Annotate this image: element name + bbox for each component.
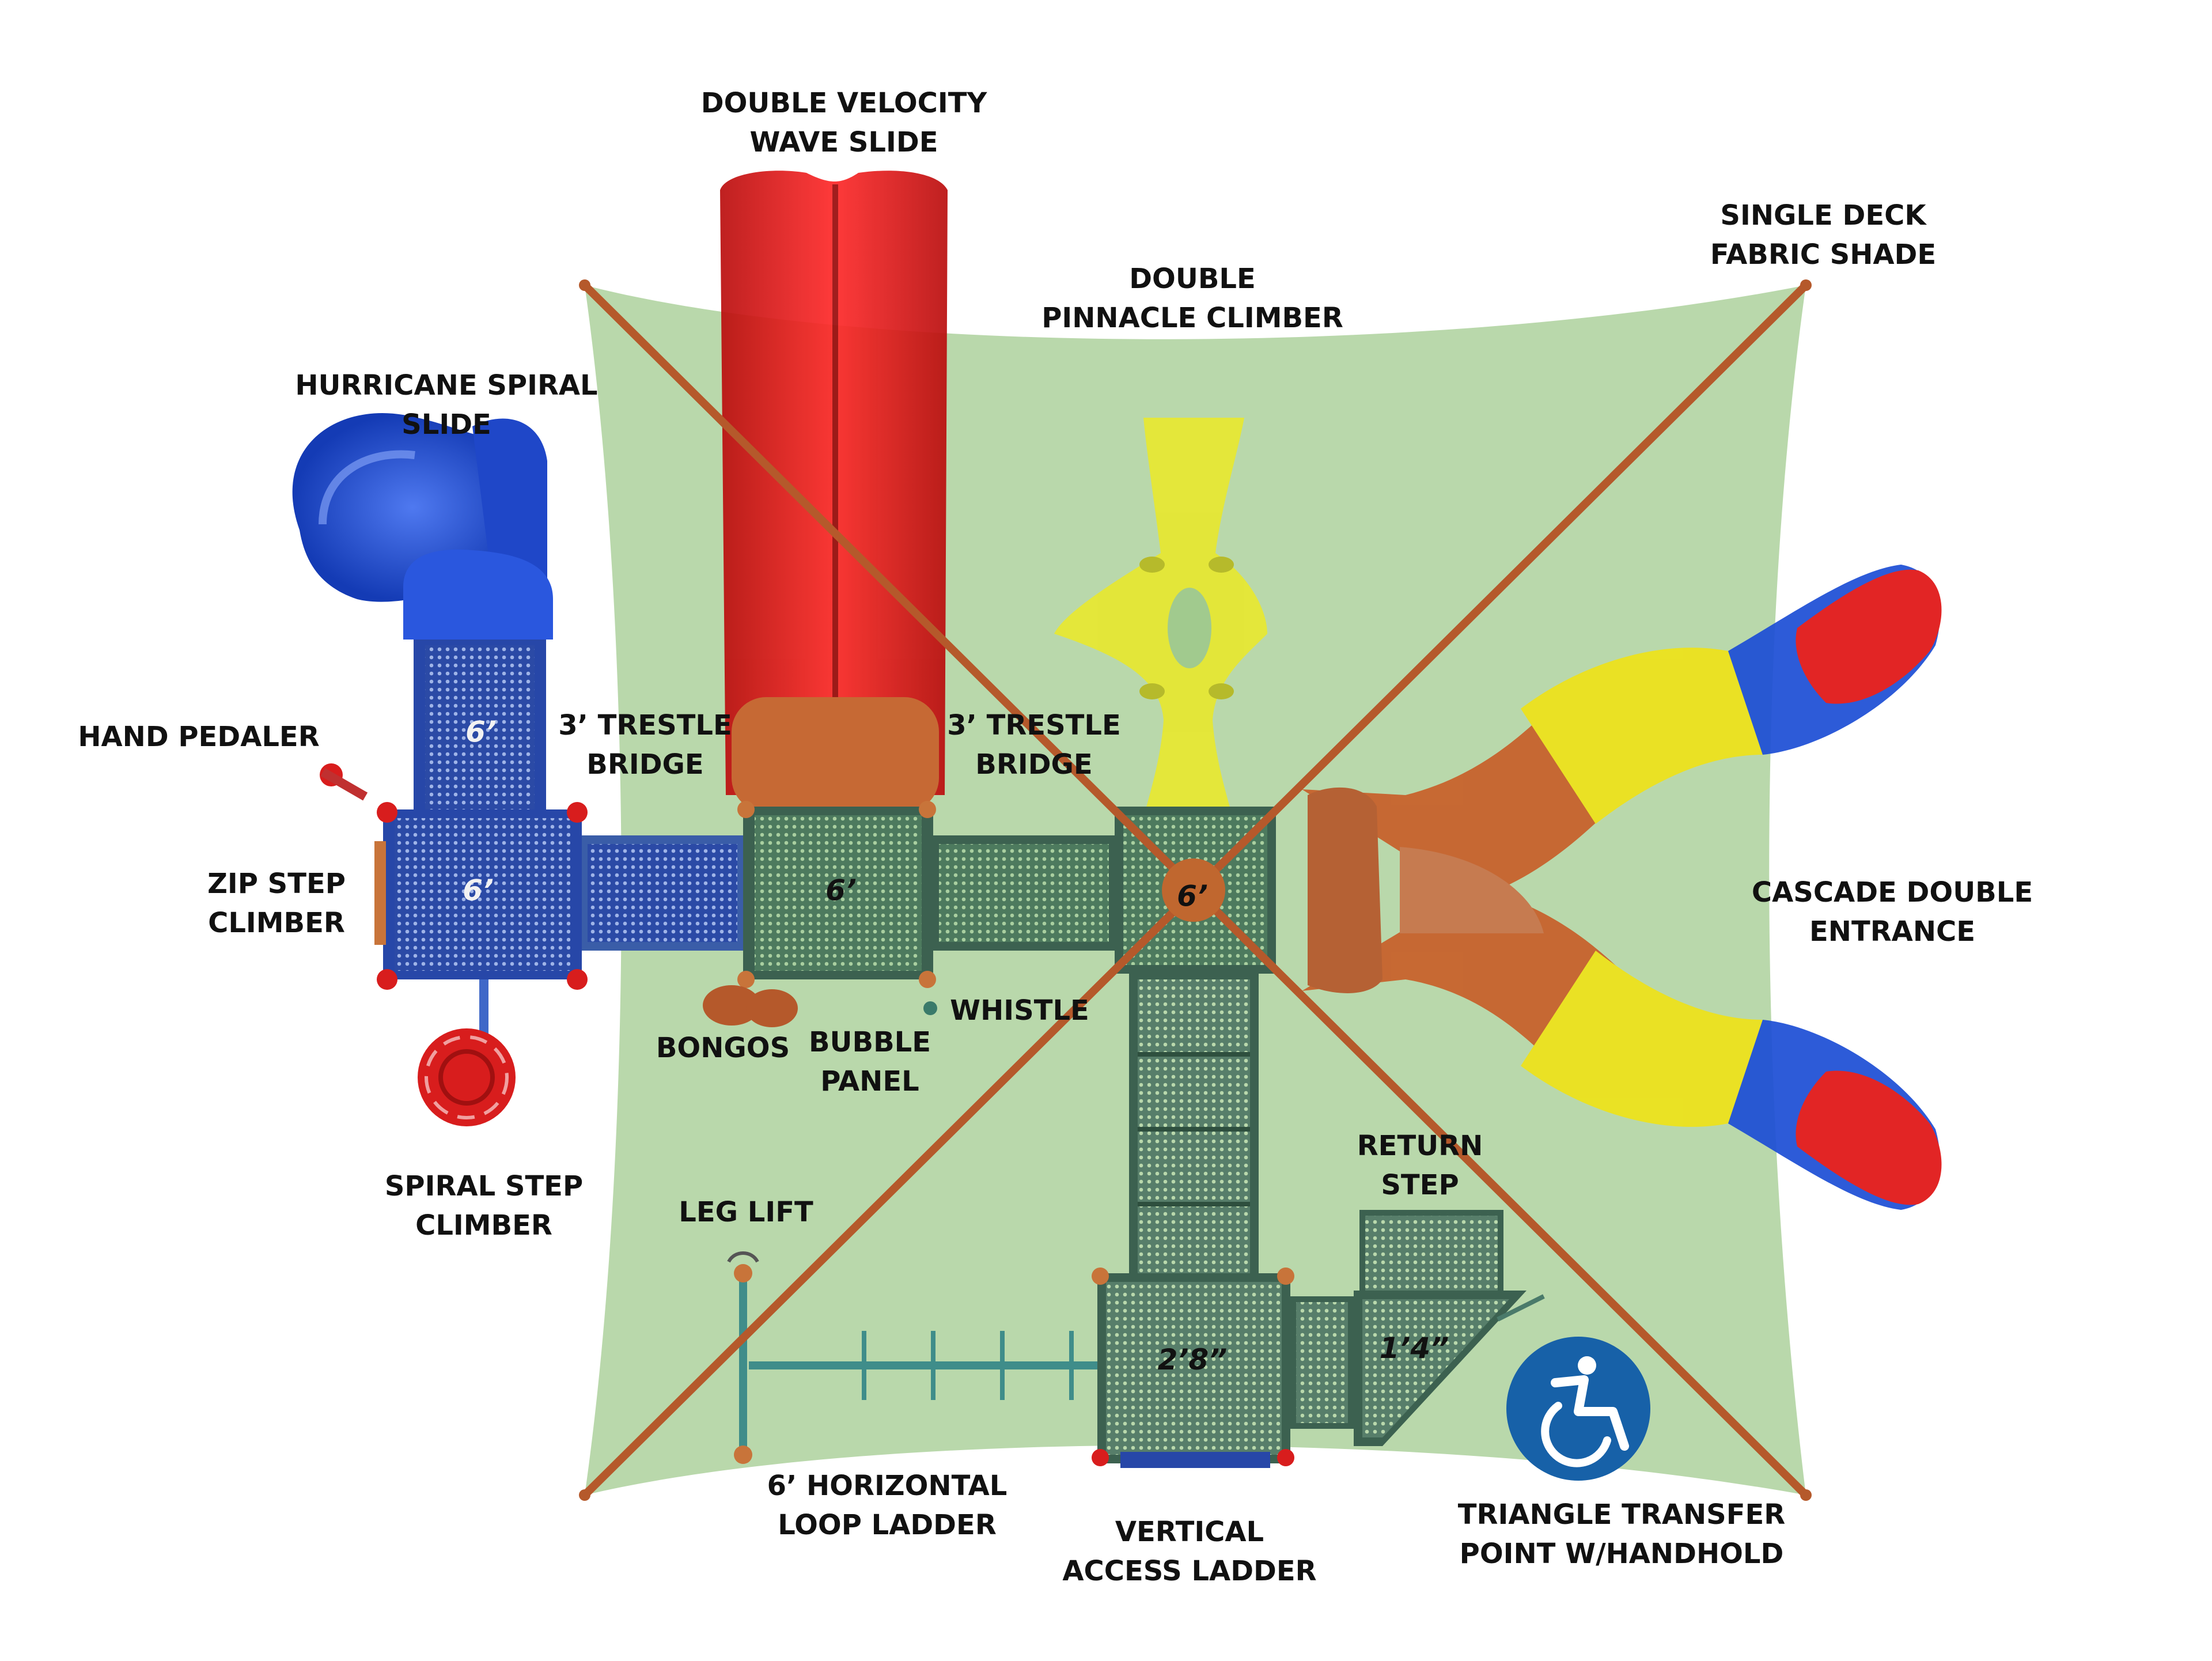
horizontal-loop-ladder — [727, 1251, 1097, 1464]
deck-height-center: 6’ — [1177, 879, 1208, 913]
label-bongos: BONGOS — [656, 1032, 790, 1064]
lower-deck — [1092, 1267, 1294, 1468]
hand-pedaler — [320, 763, 368, 801]
deck-height-lower: 2’8” — [1157, 1343, 1228, 1376]
accessibility-wheelchair-icon — [1506, 1337, 1650, 1481]
upper-left-deck — [414, 640, 546, 824]
shade-poles — [579, 279, 1812, 1501]
label-hand-pedaler: HAND PEDALER — [78, 721, 320, 753]
deck-height-left: 6’ — [463, 873, 494, 907]
cascade-double-entrance — [1302, 565, 1942, 1210]
label-whistle: WHISTLE — [950, 994, 1089, 1027]
double-pinnacle-climber — [1054, 418, 1267, 818]
transfer-platform — [1290, 1210, 1545, 1446]
bongos — [703, 985, 798, 1027]
whistle — [923, 1001, 937, 1015]
deck-height-upper-left: 6’ — [465, 715, 497, 748]
deck-height-center-left: 6’ — [825, 873, 857, 907]
left-deck — [374, 802, 588, 990]
left-trestle-bridge — [582, 835, 743, 951]
center-left-deck — [737, 801, 936, 988]
spiral-step-climber — [418, 979, 516, 1126]
label-leg-lift: LEG LIFT — [679, 1196, 813, 1228]
double-velocity-wave-slide — [720, 171, 948, 812]
step-walkway — [1129, 974, 1259, 1279]
hurricane-spiral-slide — [292, 413, 553, 640]
deck-height-transfer: 1’4” — [1379, 1331, 1449, 1365]
right-trestle-bridge — [933, 835, 1115, 951]
